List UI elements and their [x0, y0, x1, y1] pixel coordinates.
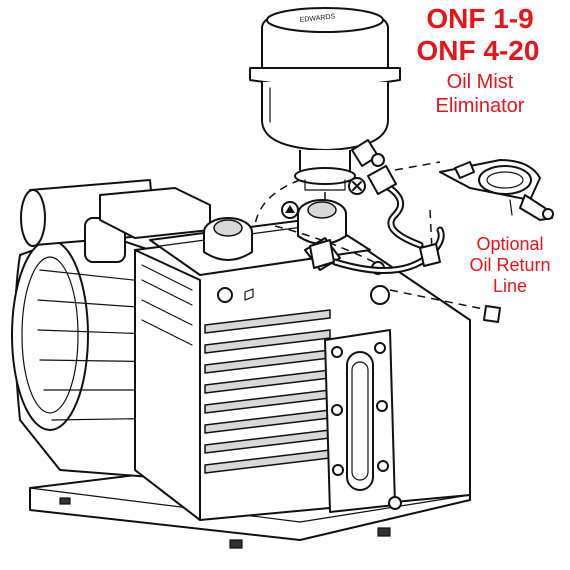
model-label-onf-4-20: ONF 4-20 — [416, 35, 540, 66]
oil-return-hose — [309, 165, 501, 323]
markers — [281, 177, 366, 219]
optional-label-line1: Optional — [476, 234, 544, 254]
optional-label-line2: Oil Return — [469, 255, 551, 275]
optional-label-line3: Line — [492, 276, 528, 296]
model-label-onf-1-9: ONF 1-9 — [426, 3, 534, 34]
pump-housing — [134, 217, 471, 521]
eliminator-label-line2: Eliminator — [435, 95, 525, 117]
oil-mist-eliminator: EDWARDS — [249, 7, 401, 191]
svg-text:EDWARDS: EDWARDS — [299, 13, 335, 24]
eliminator-label-line1: Oil Mist — [446, 71, 514, 93]
kf-clamp — [439, 159, 554, 221]
